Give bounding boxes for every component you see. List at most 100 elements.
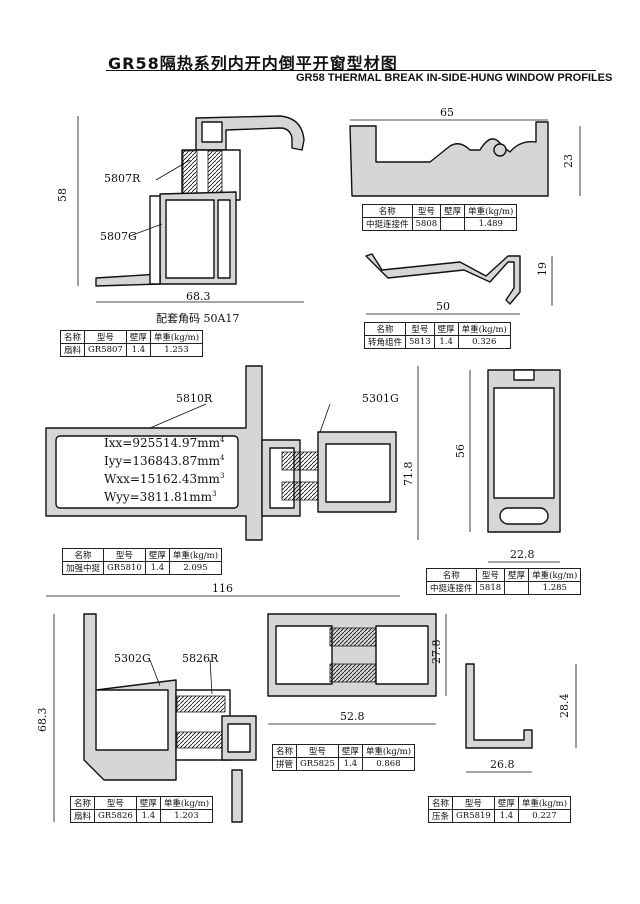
spec-cell: 0.227 xyxy=(517,809,572,823)
spec-cell: 加强中挺 xyxy=(61,561,105,575)
spec-cell: 型号 xyxy=(84,330,127,344)
spec-cell: 名称 xyxy=(69,796,96,810)
label-5807R: 5807R xyxy=(104,172,141,185)
dim-26-8: 26.8 xyxy=(490,758,515,771)
dim-56: 56 xyxy=(454,444,467,458)
dim-50: 50 xyxy=(436,300,450,313)
spec-cell: GR5819 xyxy=(452,809,495,823)
spec-cell: 名称 xyxy=(363,322,407,336)
formula-iyy: Iyy=136843.87mm4 xyxy=(104,454,225,468)
label-5810R: 5810R xyxy=(176,392,213,405)
spec-cell: 壁厚 xyxy=(493,796,519,810)
dim-58: 58 xyxy=(56,188,69,202)
label-5302G: 5302G xyxy=(114,652,151,665)
spec-cell: GR5825 xyxy=(296,757,339,771)
spec-cell: 1.4 xyxy=(433,335,459,349)
spec-cell: 扇料 xyxy=(59,343,86,357)
spec-cell: 型号 xyxy=(452,796,495,810)
spec-cell: GR5826 xyxy=(94,809,137,823)
spec-cell: 中挺连接件 xyxy=(362,217,413,231)
dim-68-3-top: 68.3 xyxy=(186,290,211,303)
spec-cell: 1.489 xyxy=(464,217,518,231)
dim-65: 65 xyxy=(440,106,454,119)
spec-cell: 型号 xyxy=(411,204,442,218)
spec-cell: 1.4 xyxy=(135,809,161,823)
corner-code: 配套角码 50A17 xyxy=(156,312,239,325)
spec-cell: 壁厚 xyxy=(135,796,161,810)
spec-cell: 5808 xyxy=(411,217,442,231)
dim-28-4: 28.4 xyxy=(558,694,571,719)
spec-cell: 拼管 xyxy=(271,757,298,771)
profile-5807 xyxy=(95,115,305,287)
spec-cell: 0.868 xyxy=(361,757,416,771)
spec-cell: 1.285 xyxy=(528,581,582,595)
label-5301G: 5301G xyxy=(362,392,399,405)
title-rule xyxy=(106,70,596,71)
spec-cell: 壁厚 xyxy=(440,204,466,218)
profile-5825 xyxy=(267,613,437,697)
spec-cell: 扇料 xyxy=(69,809,96,823)
spec-cell: 1.203 xyxy=(159,809,214,823)
profile-5826 xyxy=(83,613,257,823)
spec-cell xyxy=(504,581,530,595)
spec-cell: 壁厚 xyxy=(504,568,530,582)
formula-wxx: Wxx=15162.43mm3 xyxy=(104,472,225,486)
spec-cell: 1.4 xyxy=(493,809,519,823)
spec-cell: 5818 xyxy=(475,581,506,595)
spec-cell: GR5810 xyxy=(103,561,146,575)
spec-cell: 5813 xyxy=(405,335,435,349)
spec-cell: 型号 xyxy=(94,796,137,810)
spec-cell: 单重(kg/m) xyxy=(159,796,214,810)
dim-68-3-bottom: 68.3 xyxy=(36,708,49,733)
dim-71-8: 71.8 xyxy=(402,462,415,487)
dim-27-8: 27.8 xyxy=(430,640,443,665)
formula-wyy: Wyy=3811.81mm3 xyxy=(104,490,217,504)
spec-cell: 1.4 xyxy=(144,561,170,575)
spec-cell: 壁厚 xyxy=(125,330,151,344)
label-5807G: 5807G xyxy=(100,230,137,243)
spec-cell: 名称 xyxy=(271,744,298,758)
dim-116: 116 xyxy=(212,582,233,595)
dimension-lines xyxy=(46,116,581,822)
spec-cell: 压条 xyxy=(427,809,454,823)
spec-cell: 转角组件 xyxy=(363,335,407,349)
dim-22-8: 22.8 xyxy=(510,548,535,561)
title-chinese: GR58隔热系列内开内倒平开窗型材图 xyxy=(108,54,398,73)
dim-52-8: 52.8 xyxy=(340,710,365,723)
spec-cell: 壁厚 xyxy=(433,322,459,336)
spec-cell: 单重(kg/m) xyxy=(464,204,518,218)
spec-cell: 单重(kg/m) xyxy=(361,744,416,758)
dim-23: 23 xyxy=(562,154,575,168)
profile-5819 xyxy=(465,663,533,749)
spec-cell: GR5807 xyxy=(84,343,127,357)
spec-cell: 1.253 xyxy=(149,343,204,357)
spec-cell: 壁厚 xyxy=(337,744,363,758)
title-english: GR58 THERMAL BREAK IN-SIDE-HUNG WINDOW P… xyxy=(296,72,613,84)
spec-cell: 单重(kg/m) xyxy=(517,796,572,810)
spec-cell: 1.4 xyxy=(337,757,363,771)
spec-cell xyxy=(440,217,466,231)
spec-cell: 名称 xyxy=(59,330,86,344)
spec-cell: 2.095 xyxy=(168,561,223,575)
label-5826R: 5826R xyxy=(182,652,219,665)
spec-cell: 单重(kg/m) xyxy=(457,322,511,336)
profile-5813 xyxy=(365,253,521,305)
dim-19: 19 xyxy=(536,262,549,276)
spec-cell: 中挺连接件 xyxy=(426,581,477,595)
profile-5818 xyxy=(487,369,561,533)
spec-cell: 0.326 xyxy=(457,335,511,349)
spec-cell: 型号 xyxy=(405,322,435,336)
spec-cell: 型号 xyxy=(296,744,339,758)
spec-cell: 名称 xyxy=(61,548,105,562)
spec-cell: 名称 xyxy=(427,796,454,810)
spec-cell: 单重(kg/m) xyxy=(149,330,204,344)
